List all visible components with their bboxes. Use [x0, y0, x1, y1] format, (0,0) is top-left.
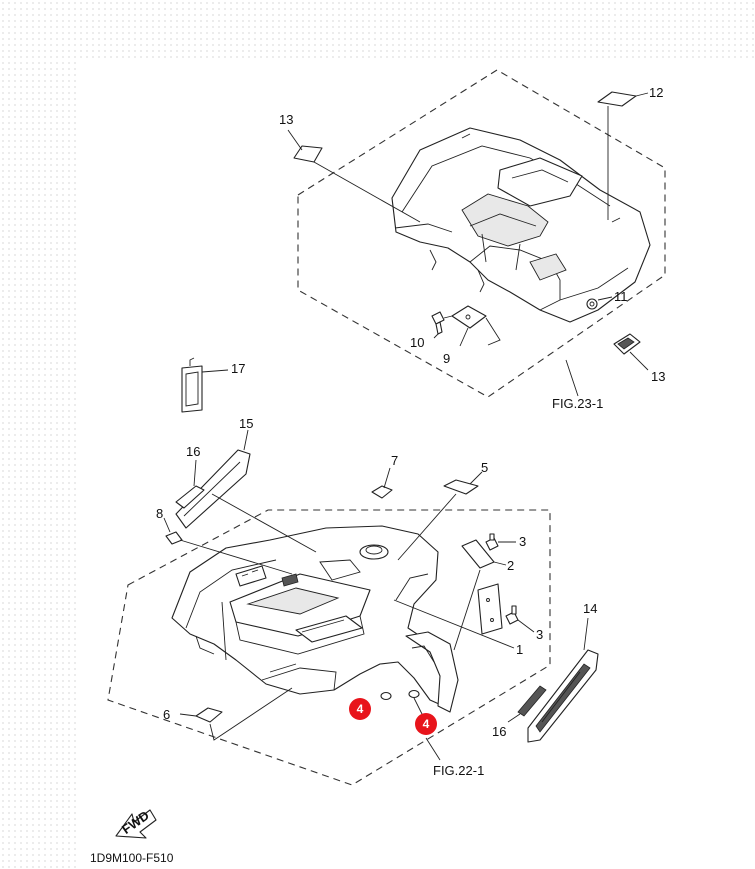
callout-12: 12 — [649, 85, 663, 100]
callout-16-right: 16 — [492, 724, 506, 739]
callout-1: 1 — [516, 642, 523, 657]
bolt-part-3-lower — [505, 605, 535, 633]
fig-ref-front: FIG.22-1 — [433, 763, 484, 778]
callout-2: 2 — [507, 558, 514, 573]
washer-part-4-left — [380, 691, 392, 701]
callout-6: 6 — [163, 707, 170, 722]
label-part-13-upper — [293, 145, 323, 163]
callout-17: 17 — [231, 361, 245, 376]
callout-13-lower: 13 — [651, 369, 665, 384]
bolt-part-10 — [431, 311, 453, 339]
rivet-part-8 — [163, 517, 293, 575]
label-part-7 — [371, 467, 393, 499]
panel-part-15 — [175, 429, 317, 553]
tag-part-17 — [181, 357, 229, 413]
front-assembly-boundary — [107, 509, 551, 786]
callout-3-lower: 3 — [536, 627, 543, 642]
label-part-12 — [597, 91, 637, 107]
plate-part-9 — [451, 305, 501, 347]
callout-5: 5 — [481, 460, 488, 475]
callout-10: 10 — [410, 335, 424, 350]
callout-14: 14 — [583, 601, 597, 616]
washer-part-4-right — [408, 689, 420, 699]
grommet-part-11 — [586, 298, 598, 310]
sticker-part-16-left — [175, 459, 205, 509]
callout-13-upper: 13 — [279, 112, 293, 127]
emblem-part-14 — [527, 617, 599, 743]
badge-4-left-text: 4 — [357, 702, 364, 716]
bolt-part-3-upper — [485, 533, 516, 551]
badge-4-right-text: 4 — [423, 717, 430, 731]
highlight-badge-4-left[interactable]: 4 — [349, 698, 371, 720]
callout-7: 7 — [391, 453, 398, 468]
cover-part-1 — [393, 569, 515, 651]
drawing-code: 1D9M100-F510 — [90, 851, 174, 865]
emblem-part-13-lower — [613, 333, 649, 371]
rear-fender — [391, 127, 651, 323]
label-part-6 — [179, 687, 293, 741]
label-part-5 — [397, 471, 483, 561]
front-fender — [171, 525, 459, 713]
callout-11: 11 — [614, 289, 628, 304]
callout-9: 9 — [443, 351, 450, 366]
sticker-part-16-right — [507, 685, 547, 723]
callout-15: 15 — [239, 416, 253, 431]
fwd-arrow-icon: FWD — [115, 808, 157, 839]
highlight-badge-4-right[interactable]: 4 — [415, 713, 437, 735]
callout-8: 8 — [156, 506, 163, 521]
plate-part-2 — [461, 539, 507, 569]
callout-3-upper: 3 — [519, 534, 526, 549]
fig-ref-rear: FIG.23-1 — [552, 396, 603, 411]
callout-16-left: 16 — [186, 444, 200, 459]
